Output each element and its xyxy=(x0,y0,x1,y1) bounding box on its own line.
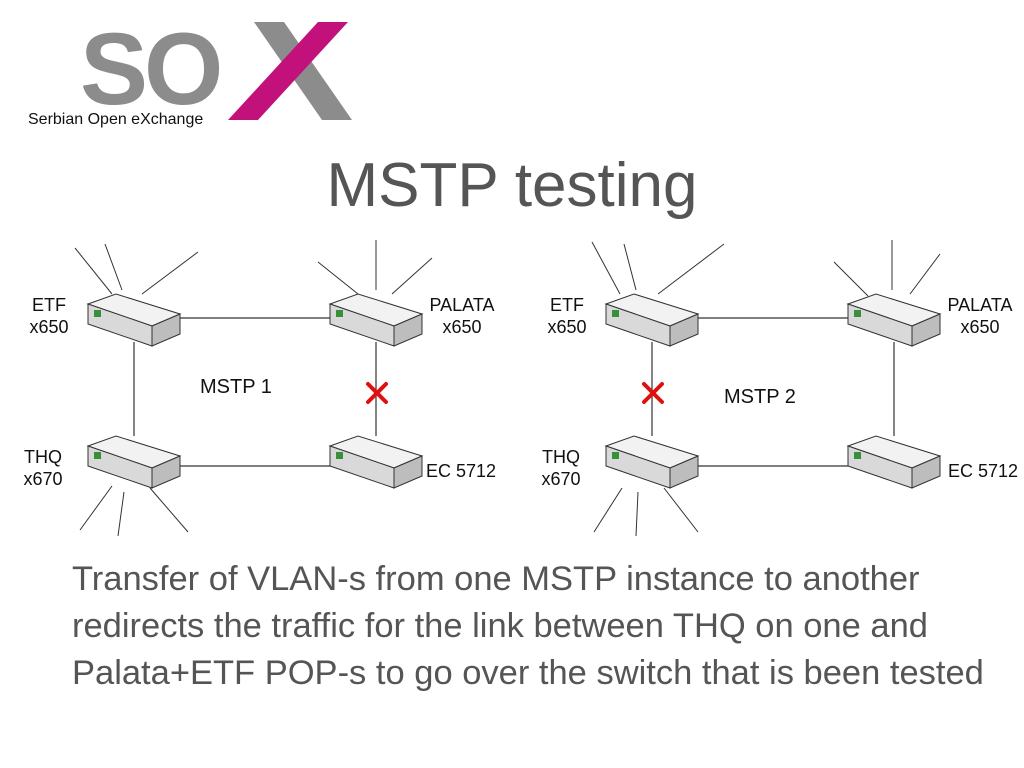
blocked-link-icon xyxy=(366,382,388,404)
switch-icon-palata xyxy=(328,293,424,347)
switch-icon-ec xyxy=(328,435,424,489)
mstp-instance-label: MSTP 1 xyxy=(200,376,272,398)
slide-title: MSTP testing xyxy=(326,151,698,220)
mstp-instance-label: MSTP 2 xyxy=(724,386,796,408)
logo-tagline: Serbian Open eXchange xyxy=(28,111,203,128)
svg-text:SO: SO xyxy=(80,16,220,126)
sox-logo: SO Serbian Open eXchange xyxy=(28,16,352,128)
stray-links xyxy=(591,240,941,536)
ec-label: EC 5712 xyxy=(426,461,497,481)
switch-icon-ec xyxy=(846,435,942,489)
switch-icon-thq xyxy=(604,435,700,489)
switch-icon-palata xyxy=(846,293,942,347)
ec-label: EC 5712 xyxy=(948,461,1019,481)
stray-links xyxy=(74,240,433,536)
switch-icon-etf xyxy=(604,293,700,347)
switch-icon-thq xyxy=(86,435,182,489)
switch-icon-etf xyxy=(86,293,182,347)
ring-links xyxy=(651,317,895,467)
blocked-link-icon xyxy=(642,382,664,404)
ring-links xyxy=(133,317,377,467)
description-text: Transfer of VLAN-s from one MSTP instanc… xyxy=(72,560,984,692)
